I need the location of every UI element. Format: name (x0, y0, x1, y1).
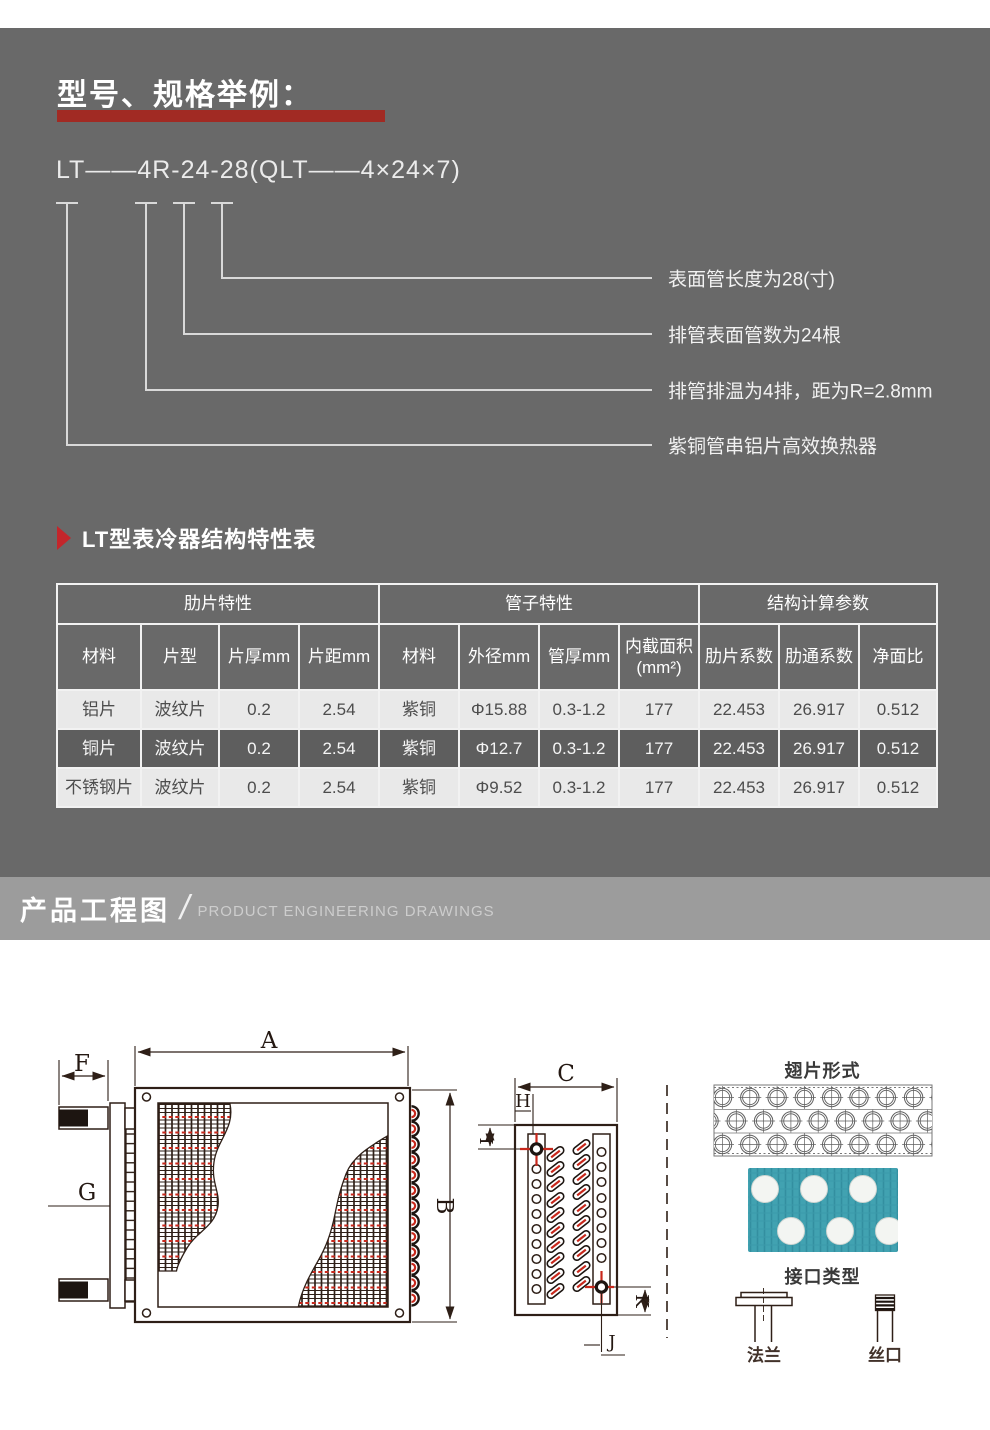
dim-label-c: C (557, 1061, 575, 1087)
band-divider: / (180, 889, 190, 927)
table-cell: 0.2 (218, 767, 300, 808)
group-header: 肋片特性 (56, 583, 380, 625)
dim-label-i: I (475, 1137, 496, 1144)
table-cell: Φ9.52 (458, 767, 540, 808)
spec-table: 肋片特性 管子特性 结构计算参数 材料 片型 片厚mm 片距mm 材料 外径mm… (56, 583, 938, 808)
table-cell: 铝片 (56, 689, 142, 730)
model-code: LT——4R-24-28(QLT——4×24×7) (56, 156, 461, 184)
fin-sheet-drawing (713, 1084, 933, 1157)
model-annotation: 表面管长度为28(寸) (668, 269, 835, 291)
column-header: 管厚mm (538, 623, 620, 691)
section-band: 产品工程图 / PRODUCT ENGINEERING DRAWINGS (0, 877, 990, 940)
table-row: 铝片 波纹片 0.2 2.54 紫铜 Φ15.88 0.3-1.2 177 22… (56, 689, 938, 730)
table-cell: 波纹片 (140, 728, 220, 769)
interface-label-flange: 法兰 (747, 1346, 781, 1365)
fin-form-title: 翅片形式 (784, 1061, 861, 1081)
table-cell: 0.3-1.2 (538, 767, 620, 808)
table-cell: 26.917 (778, 767, 860, 808)
column-header: 外径mm (458, 623, 540, 691)
table-cell: 0.512 (858, 728, 938, 769)
table-cell: 紫铜 (378, 767, 460, 808)
table-cell: 0.2 (218, 689, 300, 730)
table-cell: 0.512 (858, 689, 938, 730)
column-header: 片距mm (298, 623, 380, 691)
table-row: 铜片 波纹片 0.2 2.54 紫铜 Φ12.7 0.3-1.2 177 22.… (56, 728, 938, 769)
table-group-row: 肋片特性 管子特性 结构计算参数 (56, 583, 938, 625)
table-cell: 2.54 (298, 689, 380, 730)
table-cell: 0.512 (858, 767, 938, 808)
column-header: 材料 (378, 623, 460, 691)
dim-label-j: J (606, 1332, 615, 1353)
table-cell: 22.453 (698, 767, 780, 808)
dim-label-g: G (78, 1180, 96, 1206)
outlet-target (585, 1271, 614, 1303)
table-cell: 波纹片 (140, 689, 220, 730)
table-cell: 2.54 (298, 767, 380, 808)
table-cell: 177 (618, 689, 700, 730)
table-cell: 2.54 (298, 728, 380, 769)
table-cell: Φ15.88 (458, 689, 540, 730)
table-section-title: LT型表冷器结构特性表 (82, 527, 317, 552)
front-view-drawing: A F G B (48, 1028, 457, 1324)
table-section-header: LT型表冷器结构特性表 (57, 522, 316, 554)
table-cell: 不锈钢片 (56, 767, 142, 808)
table-cell: 177 (618, 728, 700, 769)
model-annotation: 排管排温为4排，距为R=2.8mm (668, 381, 933, 403)
model-annotation: 排管表面管数为24根 (668, 325, 842, 347)
table-cell: 紫铜 (378, 689, 460, 730)
table-cell: Φ12.7 (458, 728, 540, 769)
column-header: 肋通系数 (778, 623, 860, 691)
column-header: 肋片系数 (698, 623, 780, 691)
table-cell: 177 (618, 767, 700, 808)
table-cell: 22.453 (698, 689, 780, 730)
column-header: 片型 (140, 623, 220, 691)
section-band-background (0, 877, 990, 940)
fin-photo (748, 1168, 898, 1252)
dim-label-f: F (74, 1051, 90, 1077)
band-title-cn: 产品工程图 (20, 896, 170, 926)
band-title-en: PRODUCT ENGINEERING DRAWINGS (197, 903, 495, 920)
table-cell: 22.453 (698, 728, 780, 769)
dim-label-h: H (515, 1091, 531, 1112)
table-cell: 波纹片 (140, 767, 220, 808)
table-cell: 铜片 (56, 728, 142, 769)
flange-drawing (735, 1288, 793, 1342)
table-cell: 紫铜 (378, 728, 460, 769)
model-annotation: 紫铜管串铝片高效换热器 (668, 436, 878, 458)
interface-label-threaded: 丝口 (868, 1346, 902, 1365)
column-header: 内截面积(mm²) (618, 623, 700, 691)
column-header: 材料 (56, 623, 142, 691)
page-title: 型号、规格举例： (57, 79, 313, 112)
dim-label-a: A (260, 1028, 278, 1054)
table-cell: 0.3-1.2 (538, 689, 620, 730)
table-cell: 26.917 (778, 728, 860, 769)
table-column-row: 材料 片型 片厚mm 片距mm 材料 外径mm 管厚mm 内截面积(mm²) 肋… (56, 623, 938, 691)
interface-type-title: 接口类型 (784, 1267, 861, 1287)
title-underline-bar (57, 110, 385, 122)
dim-label-b: B (431, 1198, 457, 1215)
group-header: 管子特性 (378, 583, 700, 625)
threaded-drawing (874, 1294, 896, 1342)
column-header: 片厚mm (218, 623, 300, 691)
inlet-target (520, 1133, 553, 1166)
table-row: 不锈钢片 波纹片 0.2 2.54 紫铜 Φ9.52 0.3-1.2 177 2… (56, 767, 938, 808)
dim-label-k: K (631, 1294, 652, 1308)
column-header: 净面比 (858, 623, 938, 691)
table-cell: 0.3-1.2 (538, 728, 620, 769)
section-marker-icon (57, 526, 71, 550)
table-cell: 0.2 (218, 728, 300, 769)
side-view-drawing: C H I (475, 1061, 668, 1356)
group-header: 结构计算参数 (698, 583, 938, 625)
table-cell: 26.917 (778, 689, 860, 730)
